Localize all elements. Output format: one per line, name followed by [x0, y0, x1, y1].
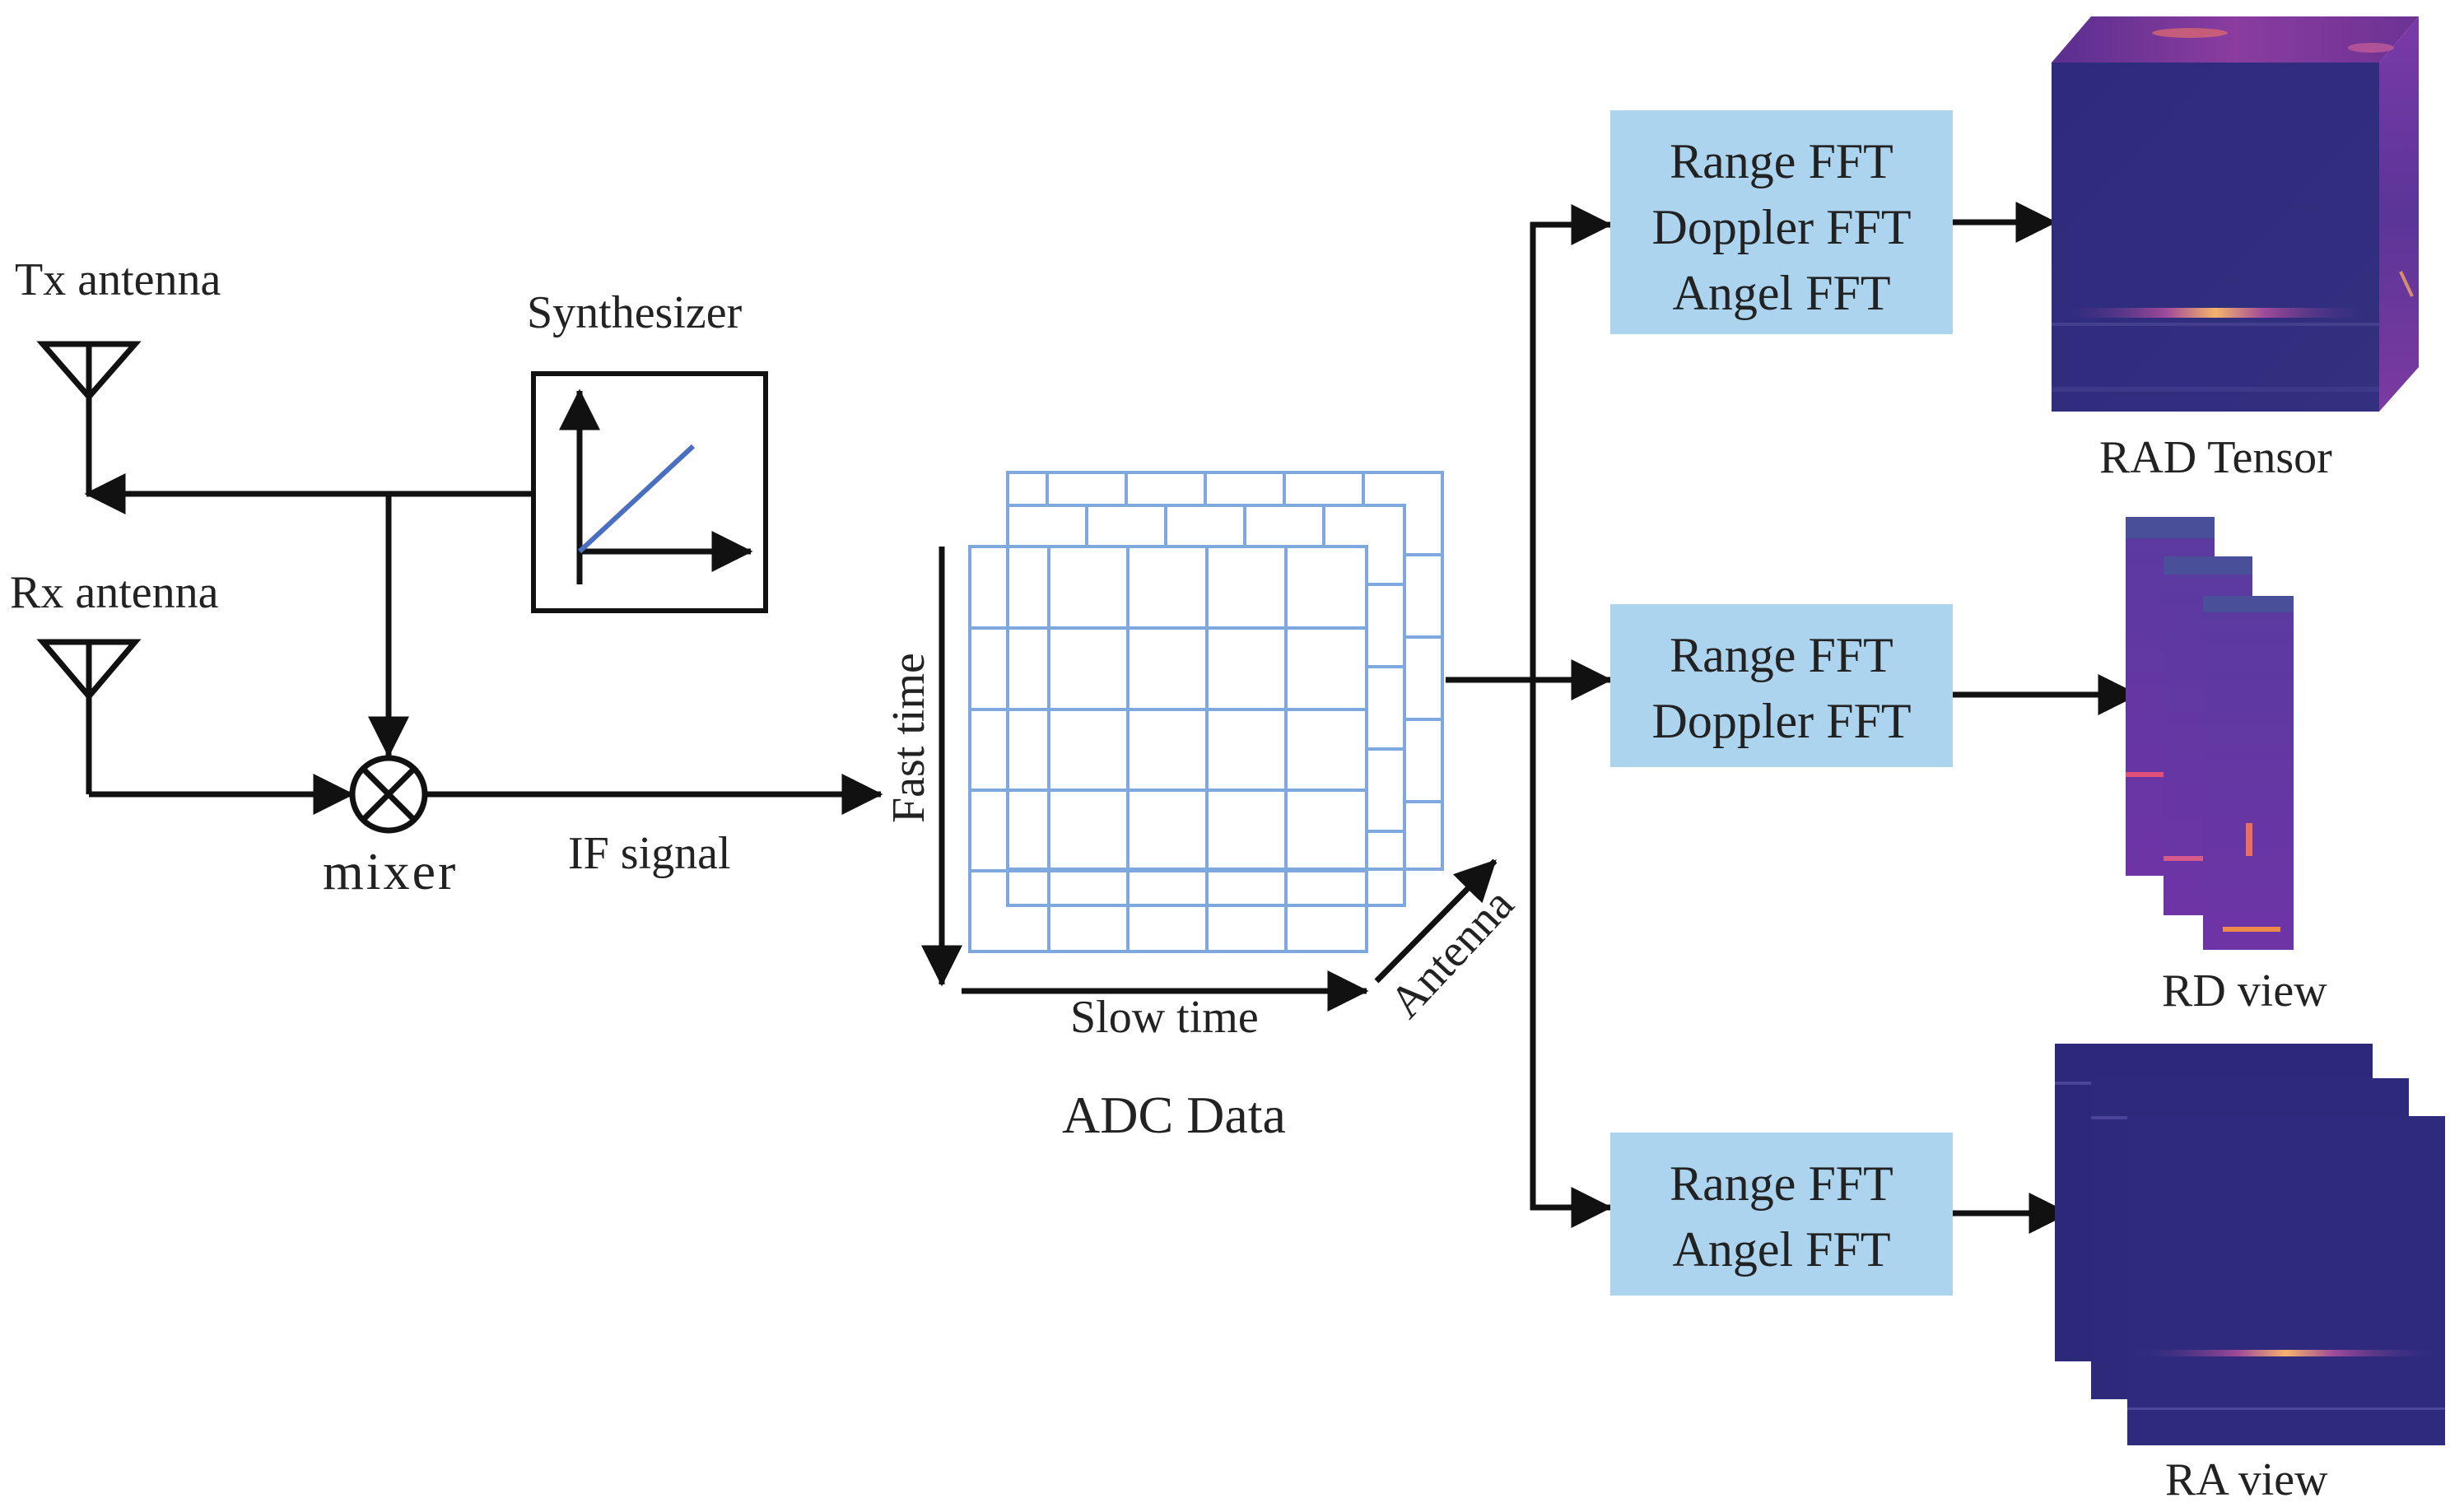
fft-middle-line1: Range FFT	[1670, 628, 1893, 682]
adc-layer-back	[1006, 471, 1444, 871]
tx-antenna-label: Tx antenna	[15, 254, 221, 305]
synthesizer-label: Synthesizer	[527, 287, 743, 338]
fft-bottom-line2: Angel FFT	[1672, 1222, 1890, 1277]
fft-bottom-line1: Range FFT	[1670, 1156, 1893, 1211]
antenna-axis-arrow	[1374, 858, 1497, 984]
adc-data-cube	[968, 471, 1444, 953]
rx-antenna-label: Rx antenna	[10, 567, 219, 618]
ra-view-image	[2055, 1044, 2445, 1445]
rd-view-label: RD view	[2162, 965, 2327, 1017]
ra-view-label: RA view	[2165, 1454, 2328, 1505]
rad-tensor-label: RAD Tensor	[2099, 432, 2332, 483]
fast-time-label: Fast time	[883, 653, 934, 823]
chirp-icon	[559, 388, 753, 584]
rad-tensor-image	[2052, 16, 2419, 412]
adc-layer-front	[968, 545, 1368, 953]
fft-box-bottom: Range FFT Angel FFT	[1610, 1133, 1953, 1296]
fft-top-line1: Range FFT	[1670, 134, 1893, 188]
if-signal-label: IF signal	[568, 828, 731, 879]
tx-antenna-icon	[36, 341, 142, 405]
adc-data-label: ADC Data	[1062, 1086, 1286, 1144]
fft-top-line2: Doppler FFT	[1652, 200, 1912, 254]
rd-view-image	[2126, 517, 2294, 950]
fft-box-top: Range FFT Doppler FFT Angel FFT	[1610, 110, 1953, 334]
mixer-label: mixer	[323, 842, 458, 900]
mixer-icon	[349, 755, 428, 834]
fft-top-line3: Angel FFT	[1672, 266, 1890, 320]
synthesizer-box	[531, 371, 768, 613]
fft-box-middle: Range FFT Doppler FFT	[1610, 604, 1953, 767]
rx-antenna-icon	[36, 639, 142, 705]
fft-middle-line2: Doppler FFT	[1652, 694, 1912, 748]
slow-time-label: Slow time	[1070, 992, 1259, 1043]
